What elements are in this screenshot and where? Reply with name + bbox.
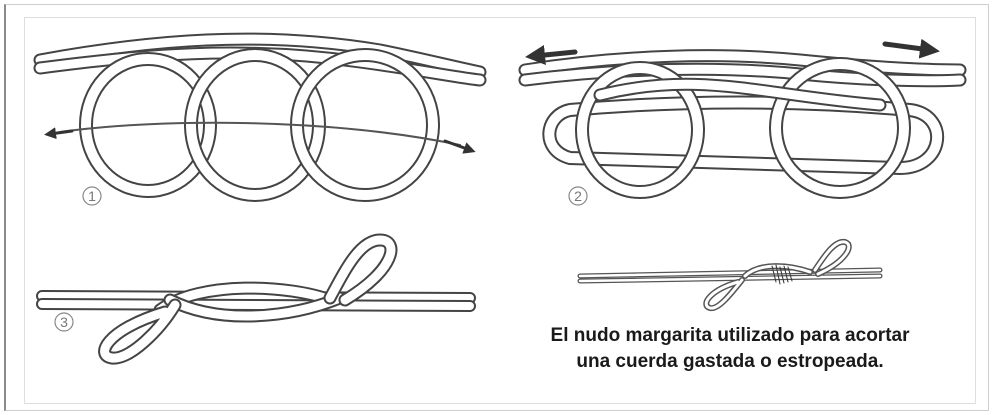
step-2-number: 2 <box>574 188 582 204</box>
step-2-long-loop <box>542 95 944 176</box>
step-3-bottom-loop <box>98 298 182 365</box>
step-1-pull-line <box>44 121 476 154</box>
step-3-rope <box>36 290 476 312</box>
step-2-diagram: 2 <box>518 38 967 206</box>
step-2-loop-right <box>769 57 911 199</box>
step-3-diagram: 3 <box>36 233 476 365</box>
step-2-loop-left <box>575 61 705 199</box>
step-2-arrow-left <box>525 45 578 65</box>
finished-knot-diagram <box>577 238 883 312</box>
frayed-section <box>771 264 793 285</box>
step-3-top-loop <box>323 233 398 307</box>
step-3-number: 3 <box>60 314 68 330</box>
step-2-top-rope <box>518 49 967 88</box>
step-1-top-rope <box>33 32 487 87</box>
step-1-arrow-right <box>443 139 476 154</box>
step-1-number-badge: 1 <box>82 186 102 206</box>
step-2-cross-strands <box>593 77 887 112</box>
step-1-diagram: 1 <box>33 32 487 206</box>
caption-line-1: El nudo margarita utilizado para acortar <box>550 325 910 346</box>
step-1-arrow-left <box>44 127 74 140</box>
step-1-loop-left <box>79 52 217 198</box>
step-2-number-badge: 2 <box>568 186 588 206</box>
step-1-number: 1 <box>88 188 96 204</box>
caption-line-2: una cuerda gastada o estropeada. <box>576 351 884 372</box>
step-2-arrow-right <box>882 38 940 59</box>
step-3-number-badge: 3 <box>54 312 74 332</box>
step-1-loop-middle <box>184 48 326 202</box>
